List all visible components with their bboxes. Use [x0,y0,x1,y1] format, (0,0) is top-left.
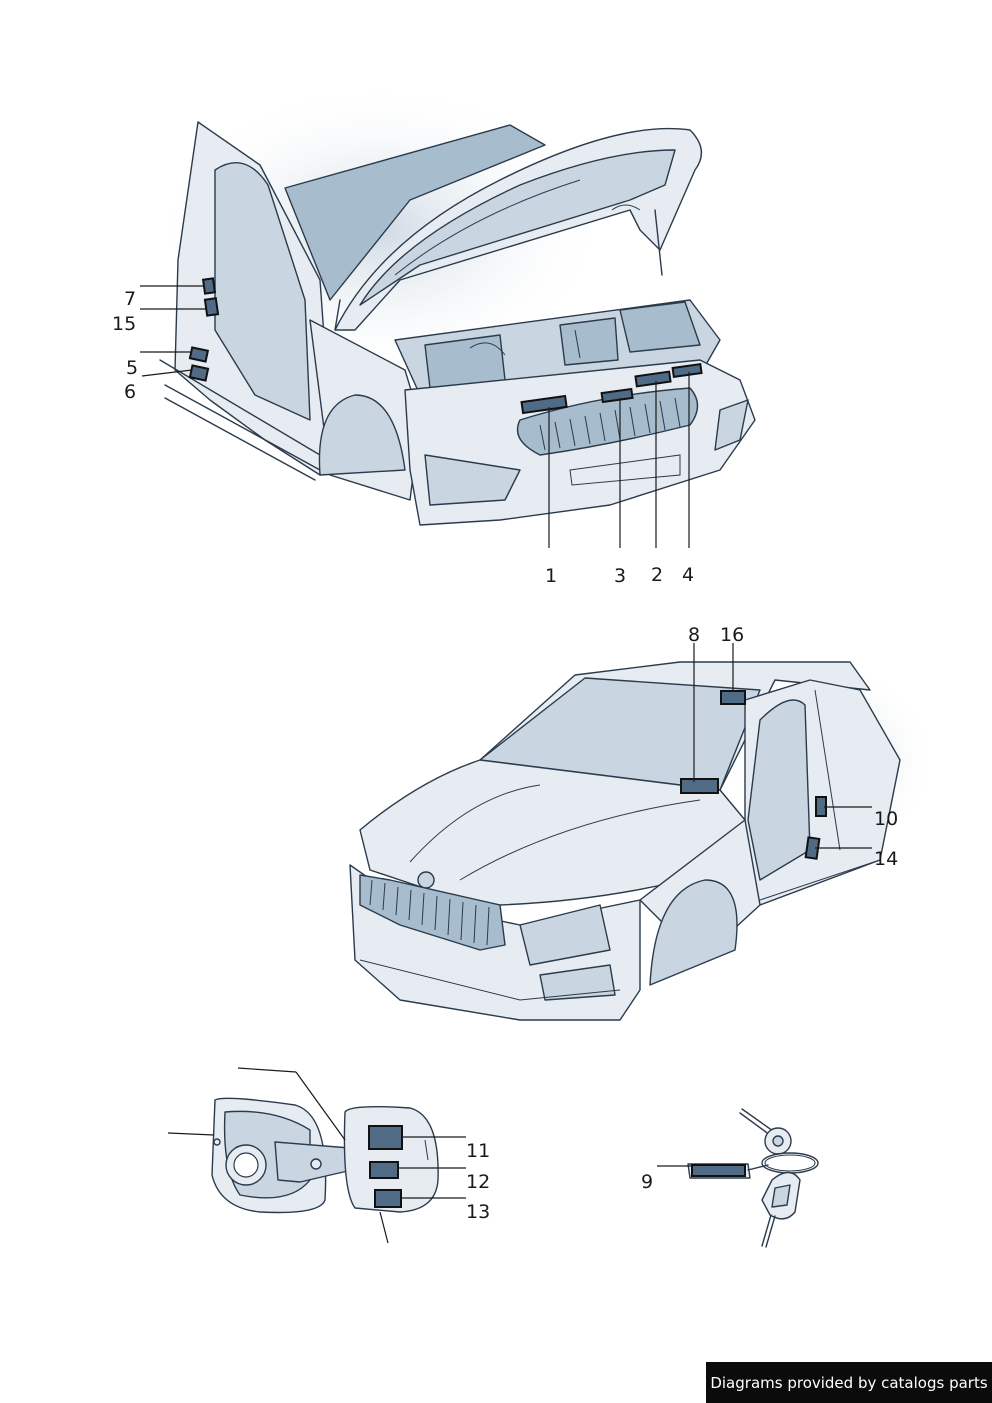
callout-7: 7 [124,288,136,310]
engine-bay-view: 1 3 2 4 7 15 5 6 [112,80,756,587]
front-view: 8 16 10 14 [349,624,940,1021]
label-plate-8 [680,778,719,794]
label-plate-12 [369,1161,399,1179]
label-plate-1 [520,394,568,415]
callout-16: 16 [720,624,744,646]
callout-10: 10 [874,808,898,830]
label-plate-4 [671,362,703,379]
callout-3: 3 [614,565,626,587]
callout-2: 2 [651,564,663,586]
callout-13: 13 [466,1201,490,1223]
callout-11: 11 [466,1140,490,1162]
footer-text: Diagrams provided by catalogs parts [710,1373,988,1392]
label-plate-2 [634,370,672,388]
grille-slats [539,397,681,451]
label-plate-13 [374,1189,402,1208]
label-plate-6 [188,364,210,382]
callout-8: 8 [688,624,700,646]
callout-12: 12 [466,1171,490,1193]
label-plate-5 [188,346,210,363]
callout-5: 5 [126,357,138,379]
callout-6: 6 [124,381,136,403]
callout-15: 15 [112,313,136,335]
label-plate-14 [804,836,821,860]
callout-4: 4 [682,564,694,586]
label-plate-7 [201,277,217,295]
label-plate-3 [600,387,634,404]
key-set-detail: 9 [641,1108,819,1248]
label-plate-15 [203,297,220,317]
footer-banner: Diagrams provided by catalogs parts [706,1362,992,1403]
label-plate-11 [368,1125,403,1150]
label-plate-16 [720,690,746,705]
callout-14: 14 [874,848,898,870]
callout-1: 1 [545,565,557,587]
grille-slats-front [369,879,490,946]
callout-9: 9 [641,1171,653,1193]
label-plate-9 [691,1164,746,1177]
fuel-flap-detail: 11 12 13 [167,1067,490,1244]
